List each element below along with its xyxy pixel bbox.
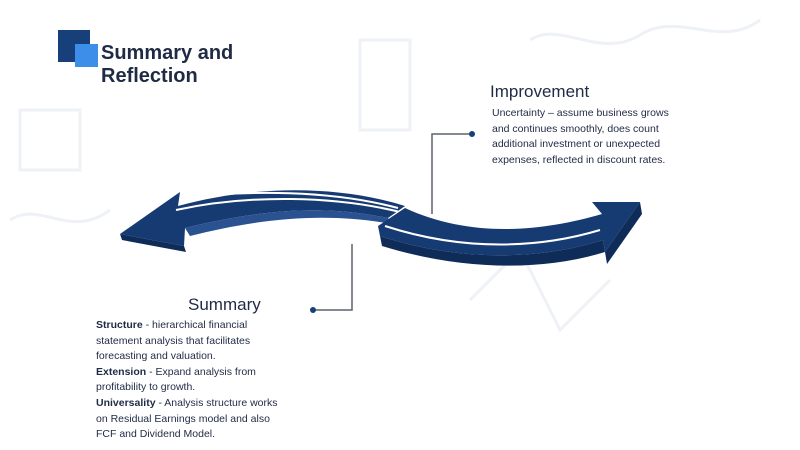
summary-item: Extension - Expand analysis from profita… <box>96 365 286 396</box>
summary-item: Universality - Analysis structure works … <box>96 396 286 443</box>
left-arrow-icon <box>120 190 405 252</box>
summary-connector <box>310 244 352 313</box>
summary-list: Structure - hierarchical financial state… <box>96 318 286 443</box>
improvement-text: Uncertainty – assume business grows and … <box>492 106 682 168</box>
improvement-connector <box>432 131 475 214</box>
summary-heading: Summary <box>188 295 261 315</box>
improvement-heading: Improvement <box>490 82 589 102</box>
right-arrow-icon <box>378 202 642 266</box>
summary-item: Structure - hierarchical financial state… <box>96 318 286 365</box>
